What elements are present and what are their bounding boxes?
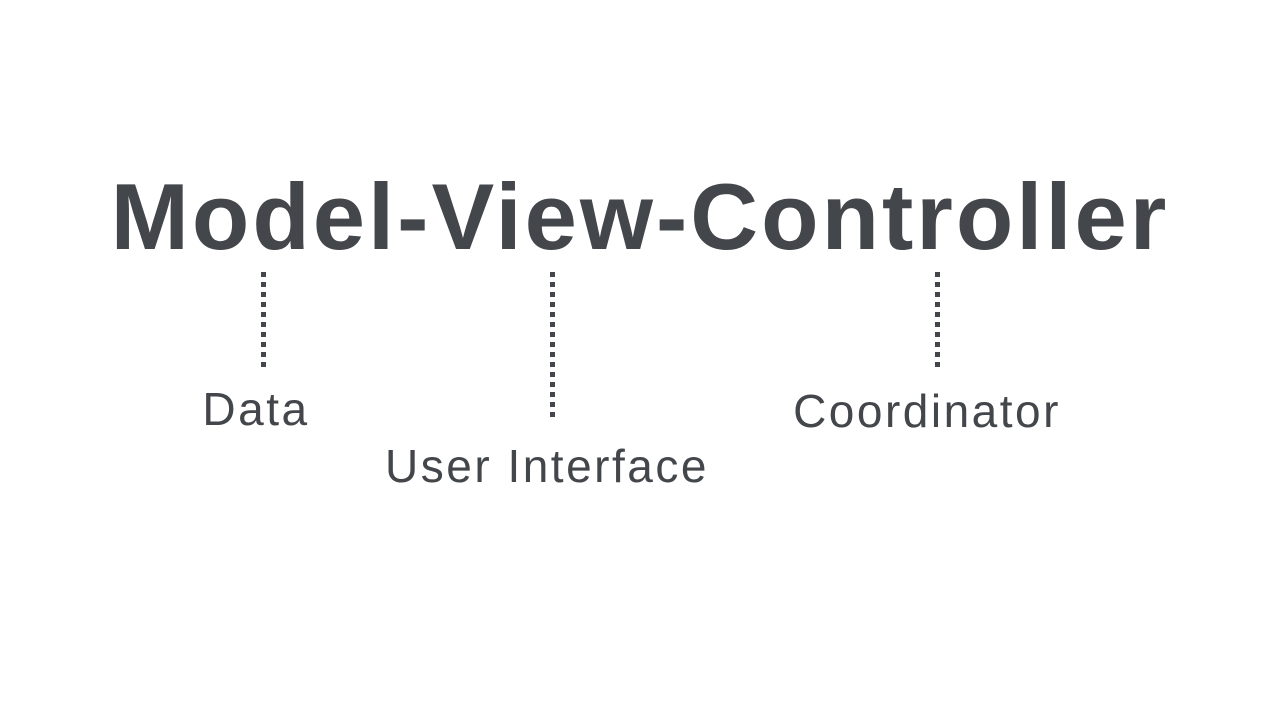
diagram-title: Model-View-Controller	[110, 164, 1170, 269]
connector-controller-to-coordinator	[935, 272, 940, 369]
label-data: Data	[202, 383, 310, 435]
label-user-interface: User Interface	[385, 440, 709, 492]
connector-view-to-user-interface	[550, 272, 555, 422]
label-coordinator: Coordinator	[793, 385, 1061, 437]
connector-model-to-data	[261, 272, 266, 372]
